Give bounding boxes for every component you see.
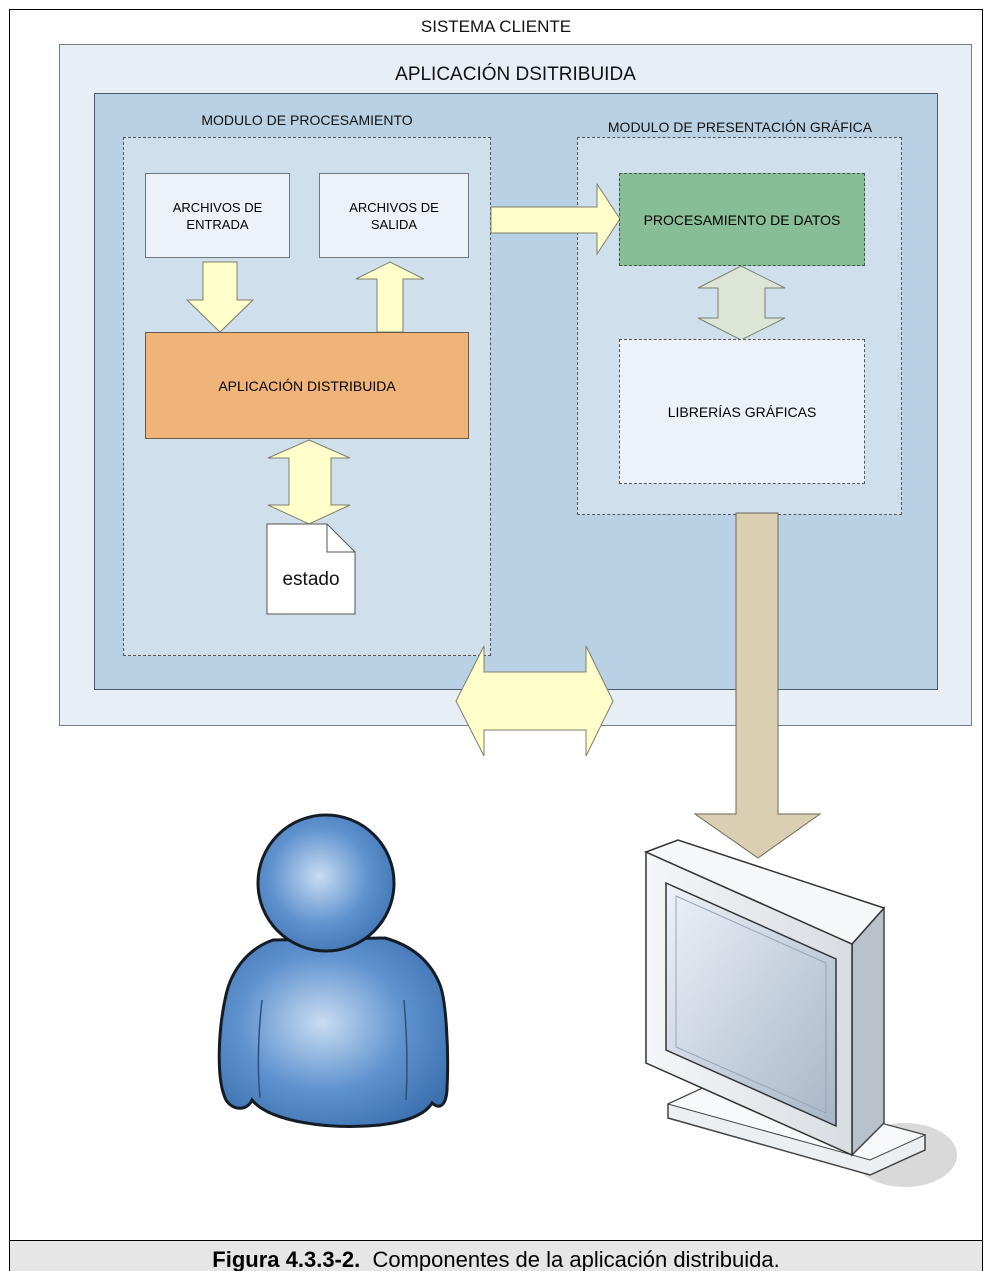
arrow-user-monitor (455, 645, 614, 757)
output-files-box: ARCHIVOS DE SALIDA (319, 173, 469, 258)
output-files-label: ARCHIVOS DE SALIDA (349, 199, 439, 232)
caption-number: Figura 4.3.3-2. (212, 1247, 361, 1271)
graphic-libraries-label: LIBRERÍAS GRÁFICAS (667, 403, 817, 420)
user-icon (217, 813, 450, 1128)
arrow-input-to-app (185, 261, 255, 333)
input-files-label: ARCHIVOS DE ENTRADA (172, 199, 263, 232)
caption-text: Componentes de la aplicación distribuida… (372, 1247, 780, 1271)
data-processing-label: PROCESAMIENTO DE DATOS (643, 211, 841, 228)
arrow-app-to-output (355, 261, 425, 333)
processing-module-label: MODULO DE PROCESAMIENTO (201, 112, 413, 128)
figure-caption: Figura 4.3.3-2. Componentes de la aplica… (10, 1240, 982, 1271)
monitor-icon (644, 839, 957, 1187)
distributed-app-label: APLICACIÓN DISTRIBUIDA (218, 377, 396, 394)
client-system-label: SISTEMA CLIENTE (420, 17, 572, 36)
input-files-box: ARCHIVOS DE ENTRADA (145, 173, 290, 258)
arrow-processing-libraries (697, 265, 786, 341)
arrow-to-monitor (693, 512, 822, 859)
arrow-output-to-processing (490, 182, 621, 256)
distributed-app-box: APLICACIÓN DISTRIBUIDA (145, 332, 469, 439)
distributed-application-label: APLICACIÓN DSITRIBUIDA (395, 64, 636, 85)
estado-document-icon (266, 523, 356, 615)
figure-frame (9, 9, 983, 1271)
graphic-libraries-box: LIBRERÍAS GRÁFICAS (619, 339, 865, 484)
data-processing-box: PROCESAMIENTO DE DATOS (619, 173, 865, 266)
estado-label: estado (282, 569, 340, 590)
arrow-app-estado (267, 439, 351, 525)
presentation-module-label: MODULO DE PRESENTACIÓN GRÁFICA (607, 119, 873, 135)
